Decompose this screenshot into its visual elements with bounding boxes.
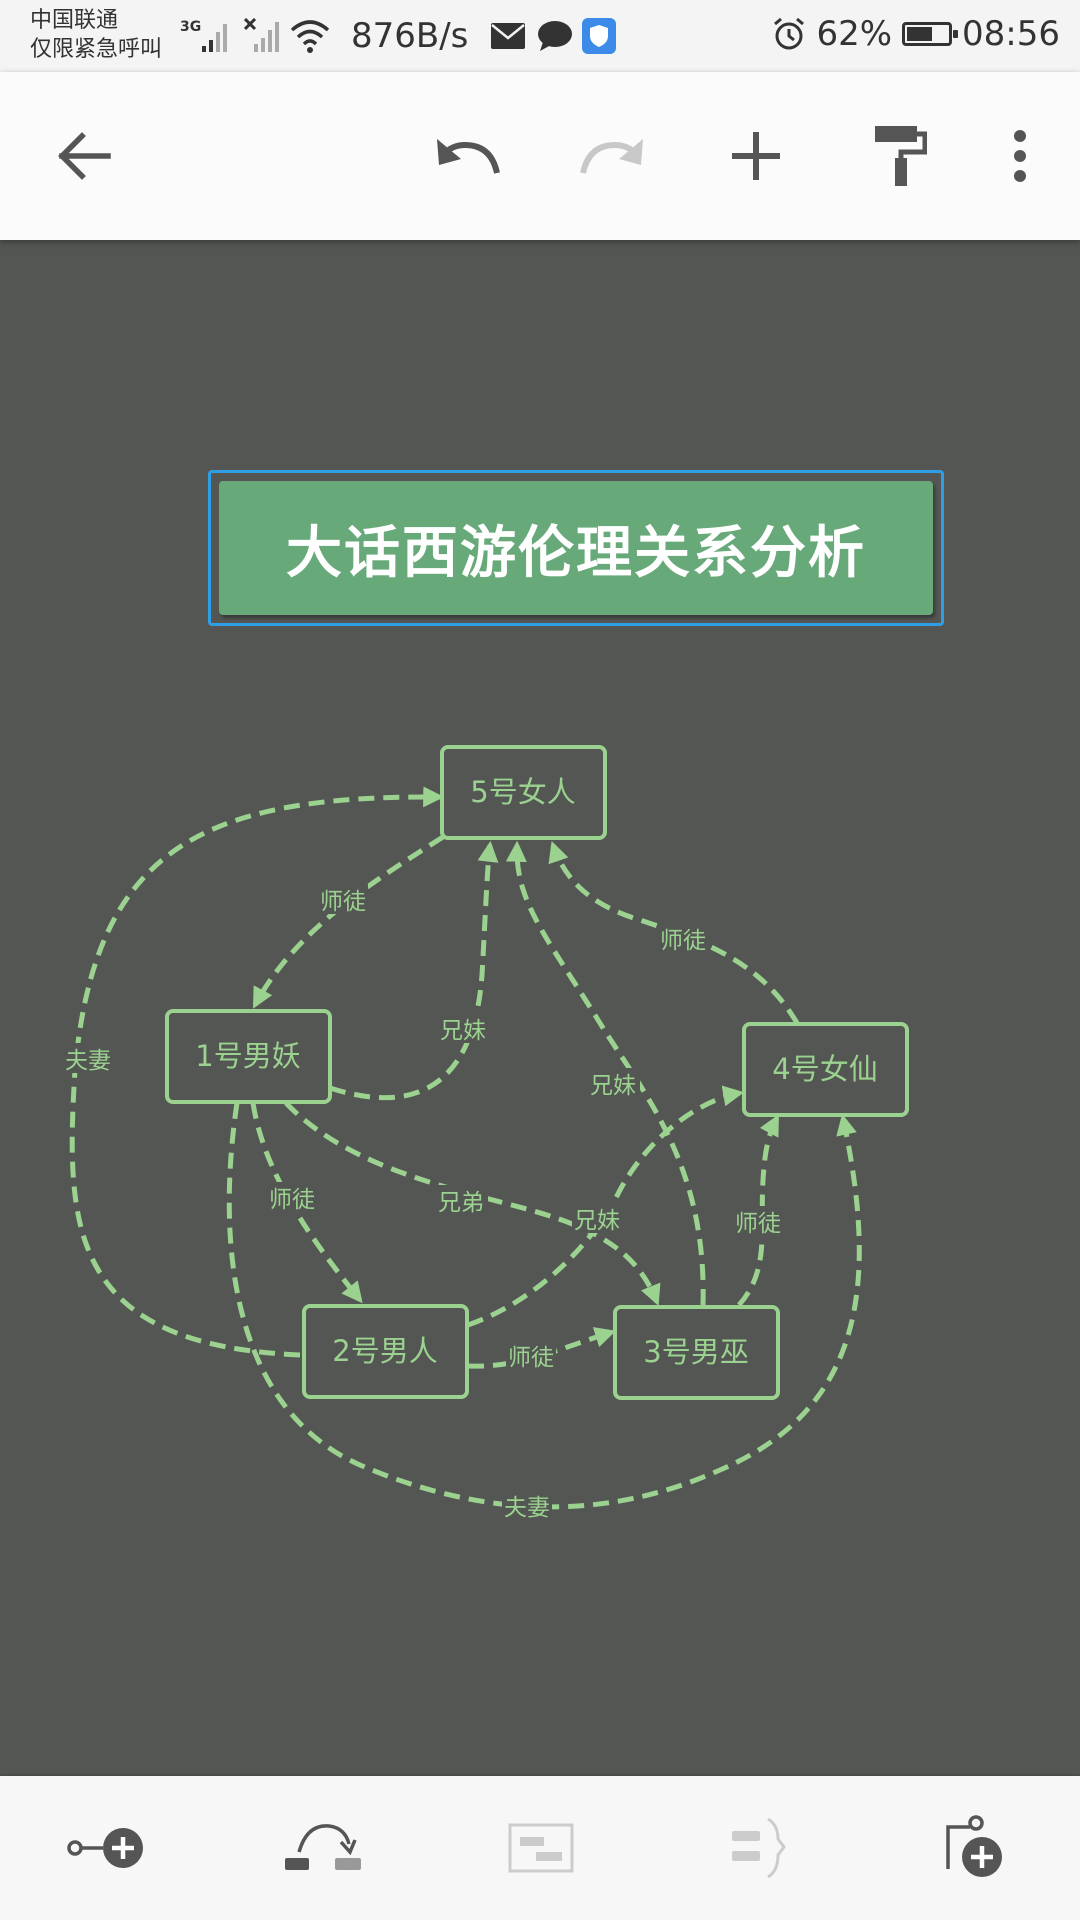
- edge-shitu-5-1: [252, 834, 445, 1009]
- edge-label: 兄弟: [438, 1190, 484, 1216]
- edge-label: 师徒: [660, 928, 706, 954]
- summary-box-button[interactable]: [486, 1798, 596, 1898]
- add-child-node-icon: [67, 1828, 143, 1868]
- relationship-diagram: 师徒 兄妹 兄妹 师徒 夫妻 师徒 兄弟 兄妹 师徒 师徒 夫妻 5号女人: [63, 745, 909, 1521]
- battery-percent: 62%: [816, 14, 893, 54]
- network-type-text: 3G: [180, 19, 201, 35]
- emergency-only-text: 仅限紧急呼叫: [30, 37, 163, 62]
- carrier-name: 中国联通: [30, 8, 119, 33]
- boundary-icon: [732, 1817, 786, 1879]
- format-button[interactable]: [850, 106, 950, 206]
- network-speed: 876B/s: [351, 16, 469, 56]
- add-child-node-button[interactable]: [52, 1798, 162, 1898]
- edge-label: 师徒: [269, 1187, 315, 1213]
- edge-label: 夫妻: [504, 1495, 550, 1521]
- edge-fuqi-2-5: [69, 786, 445, 1358]
- edge-label: 兄妹: [574, 1208, 620, 1234]
- edge-xiongdi-1-3: [284, 1101, 661, 1306]
- edge-xiongmei-2-4: [467, 1085, 745, 1328]
- central-topic-title[interactable]: 大话西游伦理关系分析: [219, 481, 933, 615]
- shield-app-icon: [582, 18, 616, 54]
- edge-label: 师徒: [508, 1345, 554, 1371]
- undo-icon: [437, 139, 500, 174]
- redo-button[interactable]: [562, 106, 662, 206]
- edge-shitu-4-5: [548, 841, 800, 1025]
- edge-shitu-3-4: [737, 1114, 780, 1307]
- node-label: 4号女仙: [772, 1052, 877, 1086]
- status-bar: 中国联通 仅限紧急呼叫 3G 876B/s: [0, 0, 1080, 72]
- add-floating-topic-button[interactable]: [918, 1798, 1028, 1898]
- editor-toolbar: [0, 72, 1080, 240]
- edge-shitu-1-2: [250, 1102, 363, 1304]
- signal-no-service-icon: [244, 18, 279, 52]
- more-options-button[interactable]: [970, 106, 1070, 206]
- signal-3g-icon: 3G: [180, 19, 227, 52]
- edge-fuqi-1-4: [226, 1102, 862, 1510]
- alarm-icon: [774, 17, 805, 50]
- node-1[interactable]: 1号男妖: [165, 1009, 332, 1104]
- battery-icon: [902, 22, 959, 46]
- mail-icon: [491, 23, 525, 49]
- edge-xiongmei-3-5: [505, 840, 706, 1306]
- edge-label: 兄妹: [590, 1073, 636, 1099]
- chat-bubble-icon: [538, 21, 572, 51]
- boundary-button[interactable]: [706, 1798, 816, 1898]
- node-label: 1号男妖: [195, 1039, 300, 1073]
- redo-icon: [580, 139, 643, 174]
- add-icon: [732, 132, 780, 180]
- edge-labels: 师徒 兄妹 兄妹 师徒 夫妻 师徒 兄弟 兄妹 师徒 师徒 夫妻: [63, 884, 783, 1521]
- more-vert-icon: [1014, 130, 1026, 182]
- node-label: 3号男巫: [643, 1335, 748, 1369]
- edge-xiongmei-1-5: [329, 840, 499, 1100]
- edge-label: 师徒: [320, 889, 366, 915]
- node-label: 2号男人: [332, 1334, 437, 1368]
- edge-label: 夫妻: [65, 1048, 111, 1074]
- edge-label: 师徒: [735, 1211, 781, 1237]
- relationship-button[interactable]: [268, 1798, 378, 1898]
- wifi-icon: [290, 20, 330, 53]
- carrier-info: 中国联通 仅限紧急呼叫: [30, 6, 162, 64]
- node-5[interactable]: 5号女人: [440, 745, 607, 840]
- clock: 08:56: [962, 14, 1060, 54]
- relationship-icon: [285, 1824, 361, 1870]
- add-floating-topic-icon: [946, 1815, 1002, 1877]
- node-4[interactable]: 4号女仙: [742, 1022, 909, 1117]
- central-topic-selection[interactable]: 大话西游伦理关系分析: [208, 470, 944, 626]
- node-2[interactable]: 2号男人: [302, 1304, 469, 1399]
- edge-label: 兄妹: [440, 1018, 486, 1044]
- node-label: 5号女人: [470, 775, 575, 809]
- back-arrow-icon: [58, 132, 111, 180]
- node-3[interactable]: 3号男巫: [613, 1305, 780, 1400]
- format-paint-icon: [875, 126, 927, 186]
- summary-box-icon: [508, 1823, 574, 1873]
- status-right: 62% 08:56: [772, 14, 1060, 54]
- edge-shitu-2-3: [467, 1327, 617, 1369]
- undo-button[interactable]: [418, 106, 518, 206]
- back-button[interactable]: [34, 106, 134, 206]
- bottom-toolbar: [0, 1776, 1080, 1920]
- add-topic-button[interactable]: [706, 106, 806, 206]
